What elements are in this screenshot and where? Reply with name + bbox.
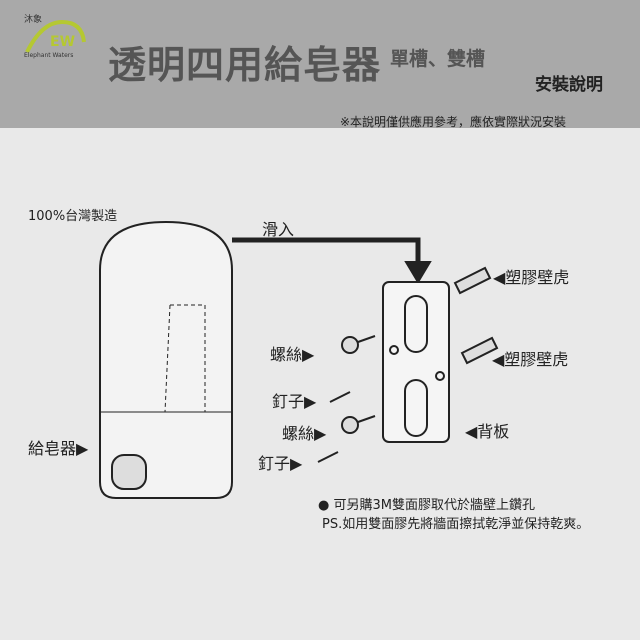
anchor-icon — [453, 266, 492, 295]
tip-line-1: ● 可另購3M雙面膠取代於牆壁上鑽孔 — [318, 498, 535, 513]
pump-button — [111, 454, 147, 490]
dispenser-label: 給皂器▶ — [28, 439, 89, 458]
dispenser-body — [99, 220, 233, 499]
header-band — [0, 0, 640, 128]
page-subtitle: 單槽、雙槽 — [390, 48, 486, 70]
screw-icon — [341, 415, 376, 434]
slide-arrow — [232, 237, 421, 270]
guide-label: 安裝說明 — [535, 75, 603, 95]
logo-mark-icon — [25, 19, 86, 53]
page-title: 透明四用給皂器 — [108, 43, 382, 87]
nail-label-1: 釘子▶ — [272, 392, 317, 411]
disclaimer-note: ※本說明僅供應用參考，應依實際狀況安裝 — [340, 115, 567, 129]
slide-in-label: 滑入 — [262, 220, 295, 239]
made-in-taiwan-label: 100%台灣製造 — [28, 209, 118, 224]
anchor-label-1: ◀塑膠壁虎 — [493, 268, 570, 287]
screw-icon — [341, 335, 376, 354]
logo-mark: EW — [50, 34, 76, 50]
nail-icon — [329, 391, 351, 403]
logo: 沐象 EW Elephant Waters — [22, 12, 92, 66]
logo-en: Elephant Waters — [24, 52, 74, 59]
screw-label-2: 螺絲▶ — [282, 424, 327, 443]
nail-icon — [317, 451, 339, 463]
anchor-icon — [460, 336, 499, 365]
backplate — [382, 281, 450, 443]
nail-label-2: 釘子▶ — [258, 454, 303, 473]
logo-cn: 沐象 — [24, 15, 43, 25]
backplate-label: ◀背板 — [465, 422, 510, 441]
anchor-label-2: ◀塑膠壁虎 — [492, 350, 569, 369]
screw-label-1: 螺絲▶ — [270, 345, 315, 364]
tip-line-2: PS.如用雙面膠先將牆面擦拭乾淨並保持乾爽。 — [322, 517, 590, 532]
